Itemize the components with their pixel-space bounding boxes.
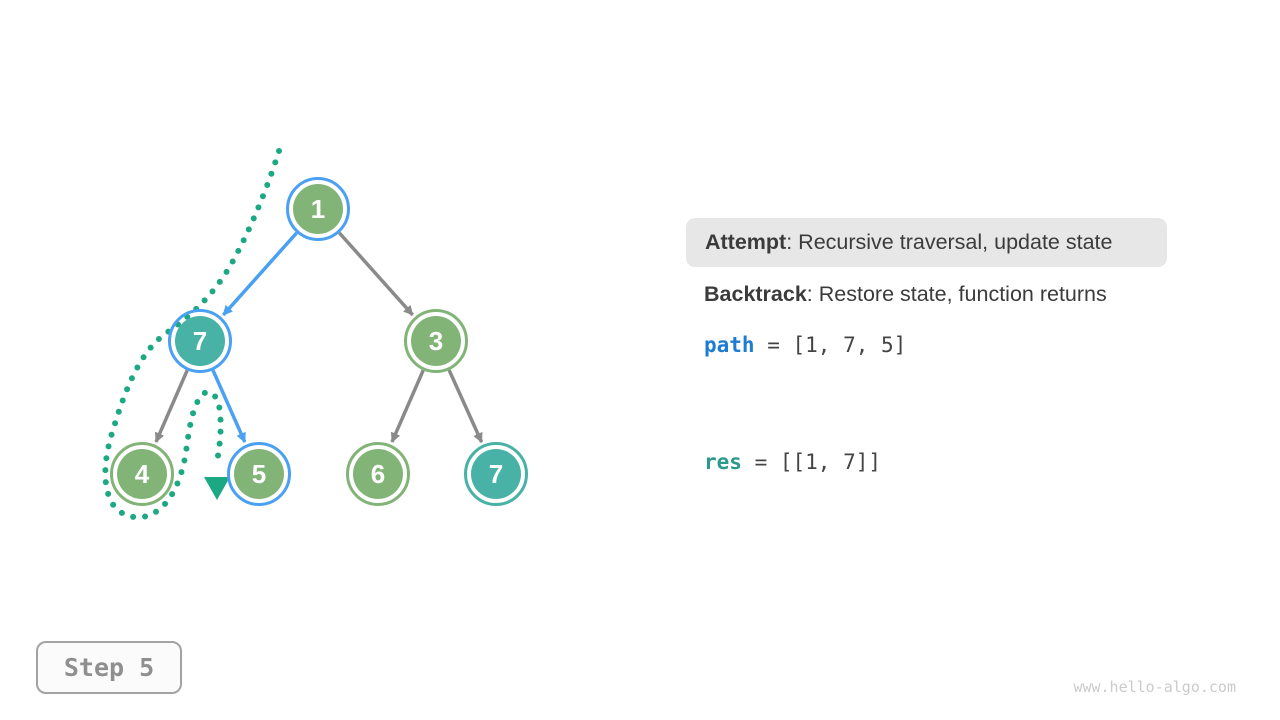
tree-node-ring	[168, 309, 232, 373]
trace-path	[102, 148, 282, 521]
res-variable-line: res = [[1, 7]]	[704, 450, 881, 474]
path-variable-value: = [1, 7, 5]	[754, 333, 907, 357]
res-variable-name: res	[704, 450, 742, 474]
tree-node-ring	[346, 442, 410, 506]
info-panel: Attempt: Recursive traversal, update sta…	[686, 218, 1186, 474]
tree-node-disc	[293, 184, 343, 234]
tree-node-label: 1	[311, 194, 325, 224]
tree-node-disc	[117, 449, 167, 499]
tree-node-disc	[471, 449, 521, 499]
path-variable-name: path	[704, 333, 755, 357]
tree-edge-n1-n3	[338, 231, 414, 317]
tree-node-n1: 1	[286, 177, 350, 241]
tree-node-n3: 3	[404, 309, 468, 373]
tree-node-label: 4	[135, 459, 150, 489]
tree-node-label: 5	[252, 459, 266, 489]
tree-node-disc	[411, 316, 461, 366]
tree-edge-n7L-n5	[211, 369, 247, 443]
tree-edge-n7L-n4	[154, 369, 189, 443]
tree-node-disc	[175, 316, 225, 366]
tree-node-label: 6	[371, 459, 385, 489]
tree-node-ring	[286, 177, 350, 241]
backtrack-line: Backtrack: Restore state, function retur…	[704, 282, 1107, 307]
res-variable-value: = [[1, 7]]	[741, 450, 882, 474]
tree-node-label: 7	[489, 459, 503, 489]
attempt-text: : Recursive traversal, update state	[786, 230, 1113, 254]
attempt-highlight: Attempt: Recursive traversal, update sta…	[686, 218, 1167, 267]
attempt-label: Attempt	[705, 230, 787, 254]
path-variable-line: path = [1, 7, 5]	[704, 333, 906, 357]
tree-node-label: 7	[193, 326, 207, 356]
backtrack-label: Backtrack	[704, 282, 807, 306]
tree-edge-n3-n6	[390, 369, 425, 443]
tree-node-n7R: 7	[464, 442, 528, 506]
trace-arrowhead-icon	[204, 477, 230, 500]
tree-edge-n1-n7L	[222, 231, 298, 317]
watermark: www.hello-algo.com	[1073, 678, 1236, 696]
tree-node-ring	[110, 442, 174, 506]
tree-node-disc	[353, 449, 403, 499]
step-badge: Step 5	[36, 641, 182, 694]
tree-node-n5: 5	[227, 442, 291, 506]
tree-node-ring	[404, 309, 468, 373]
tree-node-ring	[464, 442, 528, 506]
tree-node-n4: 4	[110, 442, 174, 506]
backtrack-text: : Restore state, function returns	[806, 282, 1107, 306]
tree-node-disc	[234, 449, 284, 499]
tree-node-ring	[227, 442, 291, 506]
tree-node-n7L: 7	[168, 309, 232, 373]
tree-edge-n3-n7R	[447, 369, 484, 444]
tree-node-label: 3	[429, 326, 443, 356]
tree-node-n6: 6	[346, 442, 410, 506]
